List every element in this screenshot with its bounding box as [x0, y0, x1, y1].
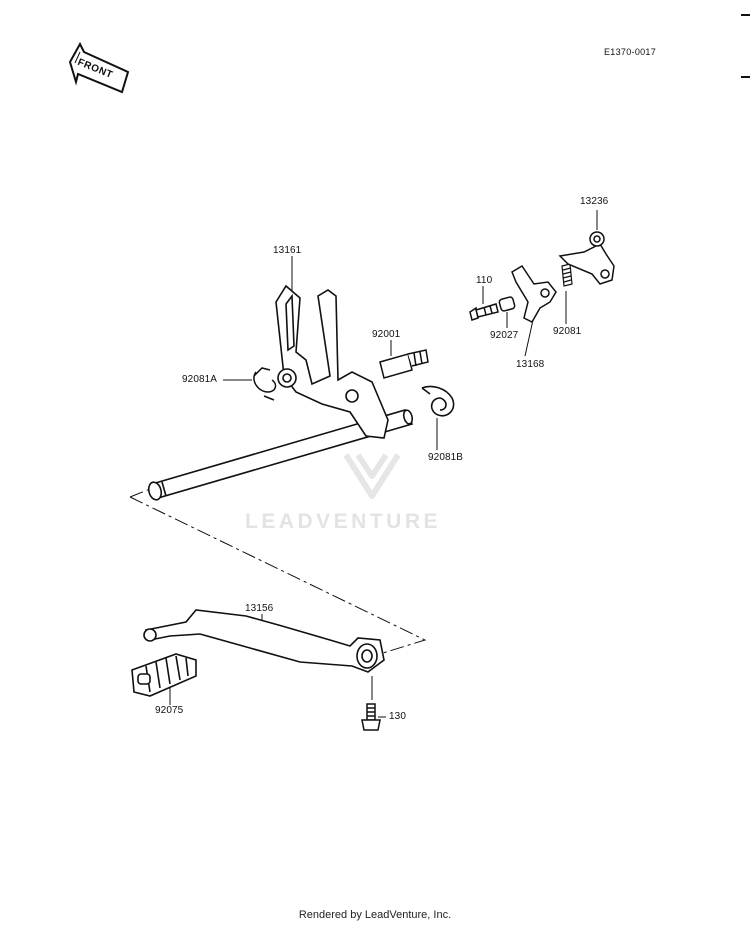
part-label-110[interactable]: 110: [476, 275, 493, 286]
part-label-92001[interactable]: 92001: [372, 329, 401, 340]
shift-shaft: [147, 409, 414, 501]
footer-credit: Rendered by LeadVenture, Inc.: [298, 909, 452, 921]
spring-92081: [561, 263, 573, 287]
part-label-130[interactable]: 130: [389, 711, 406, 722]
part-label-13236[interactable]: 13236: [580, 196, 609, 207]
torsion-spring-92081B: [421, 385, 455, 417]
watermark-text: LEADVENTURE: [245, 510, 442, 533]
part-label-92075[interactable]: 92075: [155, 705, 184, 716]
pedal-13156: [143, 609, 385, 673]
plate-13236: [558, 231, 615, 285]
part-label-13168[interactable]: 13168: [516, 359, 545, 370]
part-label-92081[interactable]: 92081: [553, 326, 582, 337]
watermark-logo: [343, 453, 401, 499]
guide-lines: [129, 488, 427, 658]
part-label-13161[interactable]: 13161: [273, 245, 302, 256]
bolt-110: [469, 303, 499, 321]
spring-92081A: [253, 367, 277, 401]
lever-13168: [511, 264, 557, 323]
bolt-92001: [379, 349, 429, 379]
edge-mark-bottom: [741, 76, 750, 78]
edge-mark-top: [741, 14, 750, 16]
front-arrow-icon: [68, 41, 130, 94]
collar-92027: [498, 296, 516, 312]
pedal-rubber-92075: [131, 653, 197, 697]
part-label-13156[interactable]: 13156: [245, 603, 274, 614]
part-label-92081B[interactable]: 92081B: [428, 452, 464, 463]
bolt-130: [361, 703, 381, 731]
part-label-92081A[interactable]: 92081A: [182, 374, 218, 385]
shift-arm-13161: [275, 284, 389, 439]
diagram-code: E1370-0017: [604, 47, 657, 57]
part-label-92027[interactable]: 92027: [490, 330, 519, 341]
